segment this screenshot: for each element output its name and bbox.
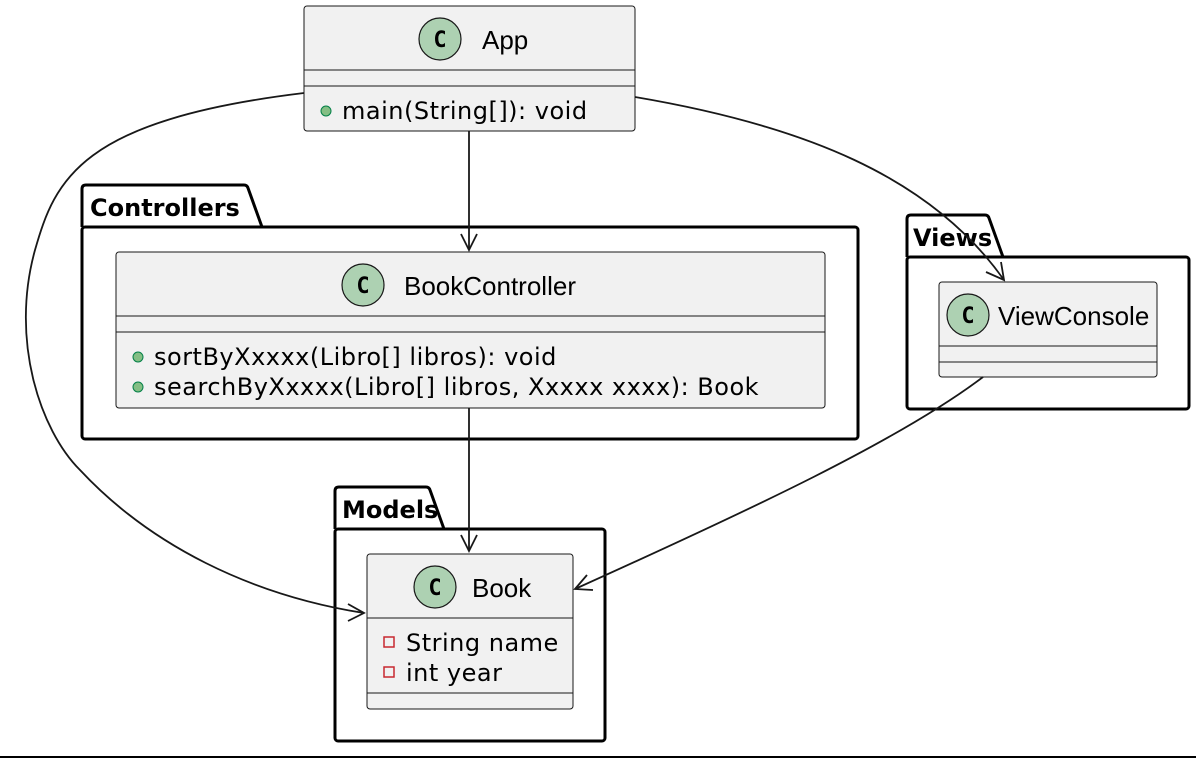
method-sort: sortByXxxxx(Libro[] libros): void	[154, 343, 557, 371]
private-field-marker	[383, 666, 395, 678]
package-models: Models	[333, 485, 607, 743]
package-tab	[80, 183, 264, 228]
class-name: Book	[472, 573, 532, 603]
class-icon	[341, 263, 385, 307]
field-year: int year	[406, 659, 502, 687]
class-icon	[946, 293, 990, 337]
arrowhead	[985, 261, 1006, 282]
class-name: ViewConsole	[998, 301, 1149, 331]
class-box	[115, 251, 826, 409]
package-tab	[905, 213, 1005, 258]
class-book: C Book String name int year	[366, 553, 574, 710]
class-name: App	[482, 25, 528, 55]
class-icon	[418, 17, 462, 61]
relation-bookcontroller-to-book	[460, 408, 478, 554]
class-box	[938, 281, 1158, 378]
relation-app-to-book	[24, 92, 366, 622]
package-views: Views	[905, 213, 1191, 411]
public-method-marker	[320, 105, 332, 117]
relation-viewconsole-to-book	[573, 376, 984, 591]
relation-line	[574, 376, 984, 590]
package-label: Controllers	[90, 194, 240, 222]
class-icon-glyph: C	[433, 28, 446, 53]
class-icon-glyph: C	[356, 274, 369, 299]
package-controllers: Controllers	[80, 183, 860, 441]
relation-line	[634, 96, 1005, 281]
class-icon-glyph: C	[428, 576, 441, 601]
field-name: String name	[406, 629, 559, 657]
class-icon	[413, 565, 457, 609]
package-label: Models	[342, 496, 438, 524]
relation-app-to-viewconsole	[634, 96, 1006, 282]
method-main: main(String[]): void	[342, 97, 588, 125]
package-frame	[80, 225, 860, 441]
arrowhead	[347, 603, 366, 622]
class-book-controller: C BookController sortByXxxxx(Libro[] lib…	[115, 251, 826, 409]
method-search: searchByXxxxx(Libro[] libros, Xxxxx xxxx…	[154, 373, 759, 401]
relation-line	[24, 92, 365, 614]
private-field-marker	[383, 636, 395, 648]
class-view-console: C ViewConsole	[938, 281, 1158, 378]
arrowhead	[460, 534, 478, 554]
package-label: Views	[913, 224, 992, 252]
package-frame	[333, 527, 607, 743]
relation-app-to-bookcontroller	[460, 131, 478, 253]
class-icon-glyph: C	[961, 304, 974, 329]
class-app: C App main(String[]): void	[303, 5, 636, 132]
package-frame	[905, 255, 1191, 411]
class-name: BookController	[404, 271, 576, 301]
public-method-marker	[132, 381, 144, 393]
arrowhead	[460, 233, 478, 253]
package-tab	[333, 485, 446, 530]
arrowhead	[573, 574, 594, 591]
public-method-marker	[132, 351, 144, 363]
